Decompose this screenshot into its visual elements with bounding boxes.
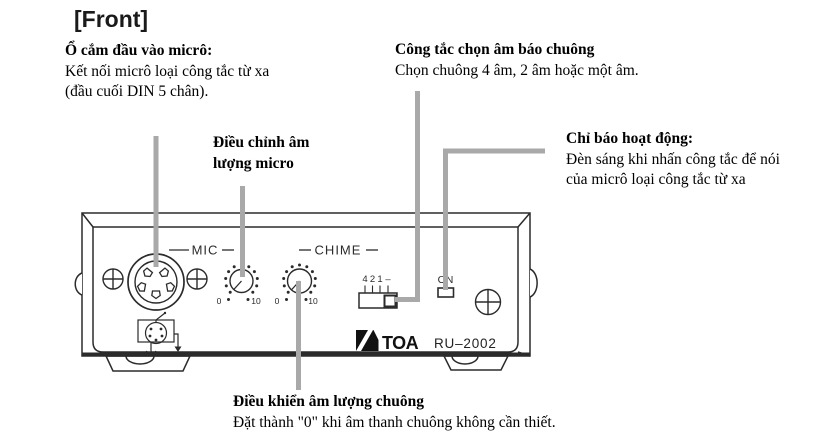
annotation-chime-selector-title: Công tắc chọn âm báo chuông: [395, 41, 595, 58]
pinout-dots: [148, 327, 164, 342]
annotation-mic-jack-line2: (đầu cuối DIN 5 chân).: [65, 83, 209, 100]
right-side-tab: [529, 268, 538, 298]
annotation-mic-volume: Điều chỉnh âm lượng micro: [213, 133, 309, 174]
left-side-tab: [74, 272, 83, 296]
annotation-chime-volume-title: Điều khiển âm lượng chuông: [233, 393, 425, 410]
annotation-chime-volume: Điều khiển âm lượng chuông Đặt thành "0"…: [233, 392, 556, 433]
mic-volume-knob: 0 10: [217, 263, 261, 306]
left-foot-pad: [125, 355, 155, 365]
annotation-indicator-line1: Đèn sáng khi nhấn công tắc để nói: [566, 150, 780, 168]
mic-knob-min: 0: [217, 296, 222, 306]
left-foot: [104, 355, 192, 372]
din-pins: [136, 267, 176, 300]
switch-pos-2: 2: [370, 274, 375, 285]
switch-pos-4: 4: [362, 274, 367, 285]
right-foot-pad: [451, 355, 479, 365]
chime-label: CHIME: [315, 243, 362, 258]
ptt-switch-symbol: [155, 312, 166, 323]
signal-ground-lead: [174, 333, 179, 347]
switch-pos-1: 1: [377, 274, 382, 285]
signal-ground-symbol: [174, 346, 182, 352]
model-number: RU–2002: [434, 336, 497, 351]
chime-knob-scale-dots: [282, 263, 317, 301]
screw-icon: [474, 288, 502, 316]
annotation-indicator-line2: của micrô loại công tắc từ xa: [566, 171, 746, 188]
annotation-mic-jack-line1: Kết nối micrô loại công tắc từ xa: [65, 62, 270, 80]
callout-line-chime-selector: [395, 91, 420, 302]
branding: TOA RU–2002: [356, 330, 497, 353]
annotation-mic-volume-line1: Điều chỉnh âm: [213, 134, 310, 151]
toa-logo-icon: [356, 330, 379, 351]
chassis-ground-symbol: [143, 342, 157, 357]
annotation-mic-jack-title: Ổ cắm đầu vào micrô:: [65, 42, 213, 59]
mic-label: MIC: [192, 243, 219, 258]
annotation-mic-volume-line2: lượng micro: [213, 154, 294, 172]
annotation-chime-volume-line1: Đặt thành "0" khi âm thanh chuông không …: [233, 413, 556, 431]
mic-knob-max: 10: [251, 296, 261, 306]
annotation-mic-jack: Ổ cắm đầu vào micrô: Kết nối micrô loại …: [65, 41, 269, 103]
chime-knob-max: 10: [308, 296, 318, 306]
switch-pos-off: –: [385, 274, 391, 285]
annotation-chime-selector: Công tắc chọn âm báo chuông Chọn chuông …: [395, 40, 639, 81]
panel-labels: MIC CHIME: [169, 243, 378, 258]
bevel-edges: [81, 212, 531, 357]
chime-knob-min: 0: [275, 296, 280, 306]
chime-tone-switch: 4 2 1 –: [358, 274, 398, 309]
annotation-chime-selector-line1: Chọn chuông 4 âm, 2 âm hoặc một âm.: [395, 61, 639, 79]
screw-icon: [186, 268, 208, 290]
switch-slider: [383, 294, 397, 308]
page-title: [Front]: [74, 6, 149, 32]
brand-text: TOA: [382, 333, 419, 353]
pinout-schematic: [137, 311, 182, 357]
callout-lines: [153, 91, 545, 390]
callout-line-indicator: [443, 148, 545, 290]
screw-icon: [102, 268, 124, 290]
annotation-indicator: Chỉ báo hoạt động: Đèn sáng khi nhấn côn…: [566, 129, 780, 191]
annotation-indicator-title: Chỉ báo hoạt động:: [566, 130, 694, 147]
switch-position-ticks: [364, 285, 389, 293]
right-foot: [442, 355, 510, 371]
panel-screws: [102, 268, 502, 316]
